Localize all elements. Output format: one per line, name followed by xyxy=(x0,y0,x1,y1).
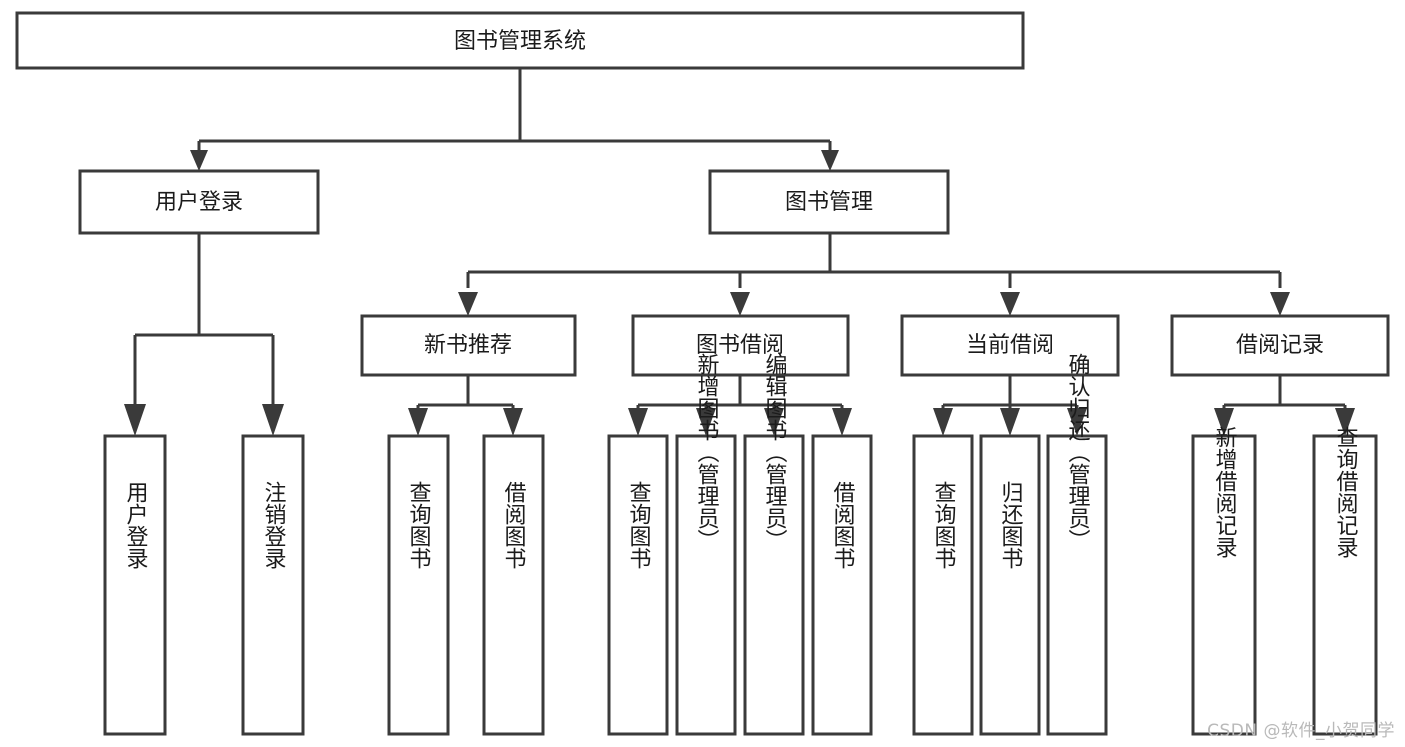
arrow-leaf-borrow-book-2 xyxy=(832,408,852,436)
node-current-borrow-label: 当前借阅 xyxy=(966,333,1054,358)
node-borrow-record-box[interactable] xyxy=(1170,314,1390,377)
arrow-to-borrow-record xyxy=(1270,292,1290,316)
arrow-leaf-confirm-return xyxy=(1067,408,1087,436)
arrow-leaf-logout xyxy=(262,404,284,436)
leaf-add-borrow-record-box[interactable] xyxy=(1191,434,1257,736)
leaf-borrow-book[interactable]: 借阅图书 xyxy=(811,434,873,736)
leaf-query-borrow-record[interactable]: 查询借阅记录 xyxy=(1312,426,1378,736)
arrow-to-current-borrow xyxy=(1000,292,1020,316)
leaf-return-book-box[interactable] xyxy=(979,434,1041,736)
leaf-query-book-current[interactable]: 查询图书 xyxy=(912,434,974,736)
leaf-edit-book-label: 编辑图书（管理员） xyxy=(762,353,788,551)
node-user-login[interactable]: 用户登录 xyxy=(78,169,320,235)
arrow-to-book-borrow xyxy=(730,292,750,316)
arrow-leaf-edit-book xyxy=(764,408,784,436)
arrow-leaf-query-book-2 xyxy=(628,408,648,436)
arrow-to-user-login xyxy=(190,150,208,171)
node-book-management-box[interactable] xyxy=(708,169,950,235)
arrow-leaf-add-record xyxy=(1214,408,1234,436)
leaf-query-book-borrow-label: 查询图书 xyxy=(626,481,652,569)
node-new-book-recommend-box[interactable] xyxy=(360,314,577,377)
leaf-query-book-borrow[interactable]: 查询图书 xyxy=(607,434,669,736)
leaf-borrow-book-recommend-box[interactable] xyxy=(482,434,545,736)
leaf-query-book-recommend[interactable]: 查询图书 xyxy=(387,434,450,736)
leaf-add-borrow-record[interactable]: 新增借阅记录 xyxy=(1191,426,1257,736)
leaf-query-book-current-label: 查询图书 xyxy=(931,481,957,569)
leaf-query-book-recommend-label: 查询图书 xyxy=(406,481,432,569)
node-book-management[interactable]: 图书管理 xyxy=(708,169,950,235)
node-user-login-label: 用户登录 xyxy=(155,190,243,215)
leaf-edit-book[interactable]: 编辑图书（管理员） xyxy=(743,353,805,736)
leaf-add-book-label: 新增图书（管理员） xyxy=(694,353,720,551)
leaf-user-login-label: 用户登录 xyxy=(123,481,149,569)
leaf-confirm-return-box[interactable] xyxy=(1046,434,1108,736)
arrow-leaf-borrow-book-1 xyxy=(503,408,523,436)
leaf-add-book[interactable]: 新增图书（管理员） xyxy=(675,353,737,736)
connector-layer xyxy=(124,68,1355,436)
leaf-return-book-label: 归还图书 xyxy=(998,481,1024,569)
leaf-user-login[interactable]: 用户登录 xyxy=(103,434,167,736)
node-new-book-recommend-label: 新书推荐 xyxy=(424,333,512,358)
arrow-leaf-return-book xyxy=(1000,408,1020,436)
arrow-to-book-manage xyxy=(821,150,839,171)
node-borrow-record-label: 借阅记录 xyxy=(1236,333,1324,358)
leaf-query-borrow-record-box[interactable] xyxy=(1312,434,1378,736)
node-borrow-record[interactable]: 借阅记录 xyxy=(1170,314,1390,377)
leaf-query-book-current-box[interactable] xyxy=(912,434,974,736)
leaf-logout-box[interactable] xyxy=(241,434,305,736)
leaf-borrow-book-box[interactable] xyxy=(811,434,873,736)
leaf-query-book-borrow-box[interactable] xyxy=(607,434,669,736)
leaf-add-borrow-record-label: 新增借阅记录 xyxy=(1212,426,1238,558)
arrow-leaf-user-login xyxy=(124,404,146,436)
node-new-book-recommend[interactable]: 新书推荐 xyxy=(360,314,577,377)
node-user-login-box[interactable] xyxy=(78,169,320,235)
node-current-borrow[interactable]: 当前借阅 xyxy=(900,314,1120,377)
leaf-borrow-book-recommend[interactable]: 借阅图书 xyxy=(482,434,545,736)
leaf-confirm-return[interactable]: 确认归还（管理员） xyxy=(1046,353,1108,736)
arrow-leaf-query-book-3 xyxy=(933,408,953,436)
node-book-borrow-label: 图书借阅 xyxy=(696,333,784,358)
node-root-system[interactable]: 图书管理系统 xyxy=(15,11,1025,70)
leaf-borrow-book-recommend-label: 借阅图书 xyxy=(501,481,527,569)
arrow-leaf-add-book xyxy=(696,408,716,436)
leaf-logout-label: 注销登录 xyxy=(261,481,287,569)
arrow-leaf-query-book-1 xyxy=(408,408,428,436)
node-book-borrow-box[interactable] xyxy=(631,314,850,377)
leaf-return-book[interactable]: 归还图书 xyxy=(979,434,1041,736)
leaf-edit-book-box[interactable] xyxy=(743,434,805,736)
arrow-to-new-book xyxy=(458,292,478,316)
node-book-borrow[interactable]: 图书借阅 xyxy=(631,314,850,377)
node-root-label: 图书管理系统 xyxy=(454,29,586,54)
leaf-borrow-book-label: 借阅图书 xyxy=(830,481,856,569)
arrow-leaf-query-record xyxy=(1335,408,1355,436)
leaf-query-book-recommend-box[interactable] xyxy=(387,434,450,736)
leaf-logout[interactable]: 注销登录 xyxy=(241,434,305,736)
leaf-add-book-box[interactable] xyxy=(675,434,737,736)
leaf-confirm-return-label: 确认归还（管理员） xyxy=(1065,353,1091,551)
node-current-borrow-box[interactable] xyxy=(900,314,1120,377)
node-book-management-label: 图书管理 xyxy=(785,190,873,215)
node-root-box[interactable] xyxy=(15,11,1025,70)
leaf-user-login-box[interactable] xyxy=(103,434,167,736)
leaf-query-borrow-record-label: 查询借阅记录 xyxy=(1333,426,1359,558)
